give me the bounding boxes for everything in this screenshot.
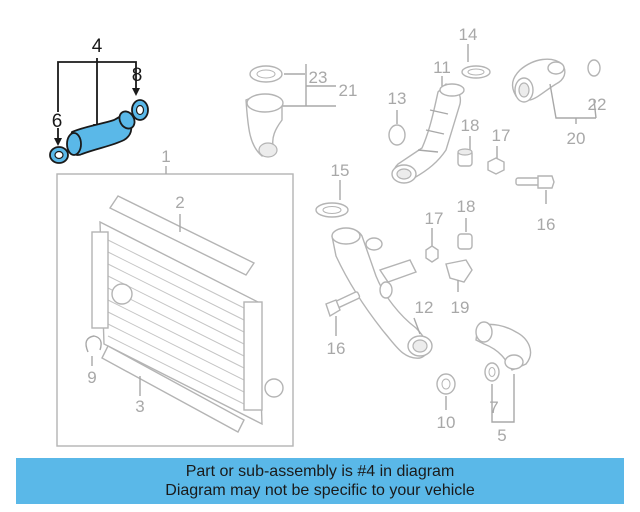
label-part-8: 8 [132, 65, 143, 86]
label-part-16-upper: 16 [537, 215, 556, 234]
label-part-4: 4 [92, 36, 103, 57]
bolt-16-upper [515, 175, 555, 204]
label-part-10: 10 [437, 413, 456, 432]
label-part-23: 23 [309, 68, 328, 87]
label-part-17-lower: 17 [425, 209, 444, 228]
label-part-2: 2 [175, 193, 184, 212]
label-part-21: 21 [339, 81, 358, 100]
label-part-1: 1 [161, 147, 170, 166]
label-part-20: 20 [567, 129, 586, 148]
seal-ring-13 [388, 124, 406, 146]
label-part-13: 13 [388, 89, 407, 108]
label-part-3: 3 [135, 397, 144, 416]
label-part-14: 14 [459, 25, 478, 44]
charge-pipe-12 [331, 227, 433, 359]
bolt-16-lower [325, 291, 361, 336]
highlighted-hose-part-4 [49, 58, 149, 164]
label-part-11: 11 [433, 58, 451, 77]
label-part-17-upper: 17 [492, 126, 511, 145]
bushing-18-lower [457, 218, 473, 250]
label-part-16-lower: 16 [327, 339, 346, 358]
bushing-18-upper [457, 136, 473, 167]
bracket-19 [445, 259, 473, 292]
charge-hose-21 [245, 64, 336, 158]
banner-line-part-number: Part or sub-assembly is #4 in diagram [185, 463, 455, 480]
label-part-18-upper: 18 [461, 116, 480, 135]
info-banner: Part or sub-assembly is #4 in diagram Di… [16, 458, 624, 504]
label-part-22: 22 [588, 95, 607, 114]
exploded-parts-diagram: 4 8 6 1 2 3 9 23 21 11 14 13 18 17 22 20… [49, 25, 607, 447]
hose-5 [475, 321, 532, 423]
label-part-15: 15 [331, 161, 350, 180]
label-part-19: 19 [451, 298, 470, 317]
banner-line-disclaimer: Diagram may not be specific to your vehi… [165, 482, 475, 499]
label-part-18-lower: 18 [457, 197, 476, 216]
charge-pipe-11 [391, 76, 465, 184]
label-part-12: 12 [415, 298, 434, 317]
clamp-15 [315, 180, 349, 218]
label-part-5: 5 [497, 426, 506, 445]
nut-17-lower [425, 228, 439, 263]
seal-10 [436, 373, 456, 410]
hose-20 [511, 58, 601, 124]
label-part-7: 7 [489, 398, 498, 417]
clamp-14 [461, 44, 491, 79]
label-part-9: 9 [87, 368, 96, 387]
nut-17-upper [487, 146, 505, 175]
intercooler-assembly [56, 166, 294, 447]
label-part-6: 6 [52, 111, 63, 132]
